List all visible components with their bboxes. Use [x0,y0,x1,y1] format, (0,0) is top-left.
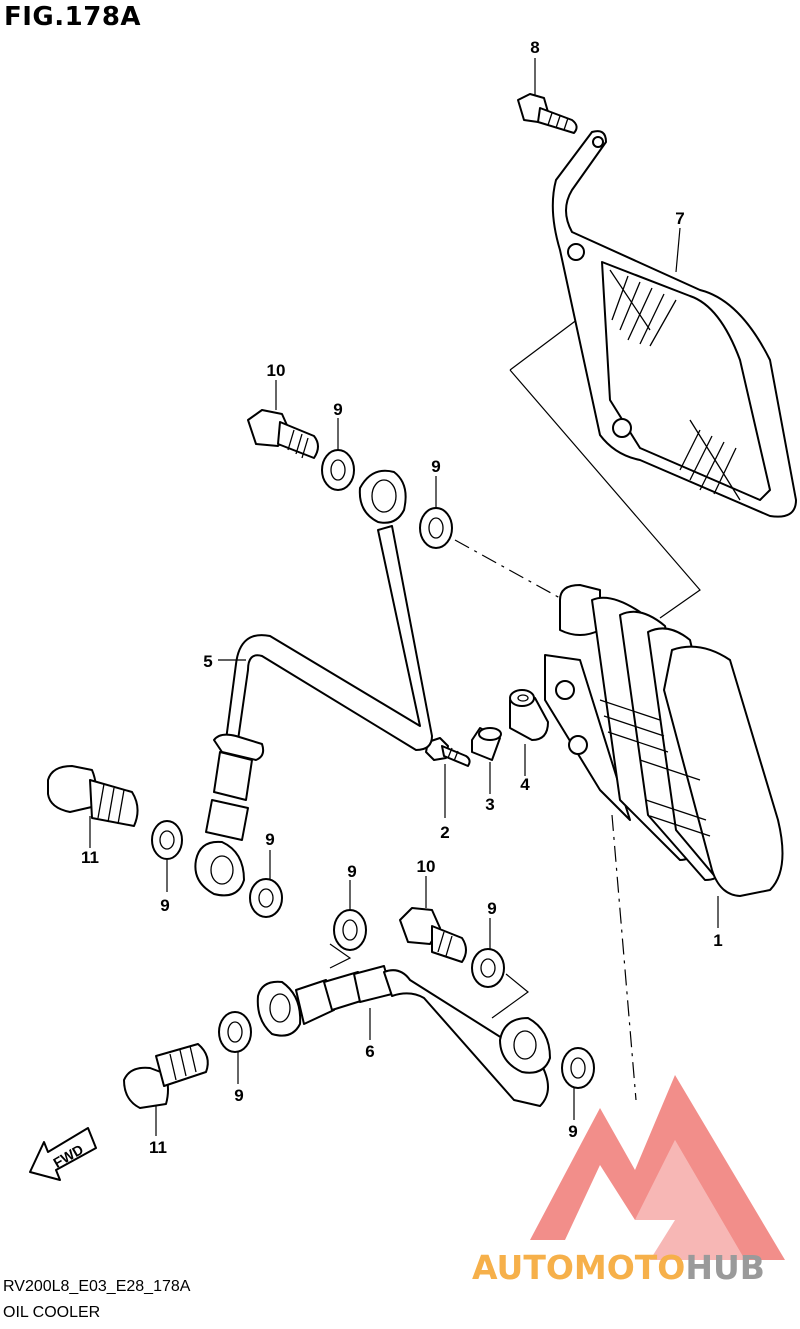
hose-6 [256,965,551,1107]
washer-9-d [249,878,283,918]
assembly-line-upper [454,539,561,599]
collar-3 [471,727,502,761]
washer-9-b [419,507,453,549]
grommet-4 [509,689,549,741]
union-bolt-11-lower [123,1043,209,1109]
washer-9-h [561,1047,595,1089]
washer-9-g [218,1011,252,1053]
washer-9-e [333,909,367,951]
hose-5 [194,469,433,897]
callout-7: 7 [675,209,684,228]
oil-cooler-1 [544,584,784,897]
callout-11-upper: 11 [81,848,99,867]
bolt-8 [517,93,578,134]
callout-1: 1 [713,931,722,950]
union-bolt-10-lower [399,907,467,963]
callout-2: 2 [440,823,449,842]
cooler-guard-7 [551,130,797,518]
callout-9-c: 9 [160,896,169,915]
watermark-text: AUTOMOTOHUB [472,1248,765,1287]
callout-10-upper: 10 [267,361,286,380]
fwd-arrow-icon: FWD [29,1127,97,1181]
callout-9-e: 9 [347,862,356,881]
diagram-name: OIL COOLER [3,1304,101,1321]
figure-title: FIG.178A [4,2,142,32]
callout-6: 6 [365,1042,374,1061]
callout-9-g: 9 [234,1086,243,1105]
washer-9-a [321,449,355,491]
callout-5: 5 [203,652,212,671]
callout-10-lower: 10 [417,857,436,876]
lower-guide-line-right [491,973,529,1019]
callout-11-lower: 11 [149,1138,167,1157]
callout-4: 4 [520,775,530,794]
callout-9-a: 9 [333,400,342,419]
callout-9-b: 9 [431,457,440,476]
callout-3: 3 [485,795,494,814]
callout-8: 8 [530,38,539,57]
watermark-logo-icon [530,1075,785,1260]
union-bolt-10-upper [247,409,319,459]
callout-leaders [89,58,719,1136]
callout-9-f: 9 [487,899,496,918]
diagram-code: RV200L8_E03_E28_178A [3,1278,191,1295]
washer-9-c [151,820,183,860]
lower-guide-line-left [329,943,352,969]
union-bolt-11-upper [47,765,139,827]
watermark-part2: HUB [685,1248,765,1287]
washer-9-f [471,948,505,988]
bolt-2 [425,737,471,767]
watermark-part1: AUTOMOTO [472,1248,686,1287]
callout-9-h: 9 [568,1122,577,1141]
callout-9-d: 9 [265,830,274,849]
assembly-line-lower [611,814,637,1101]
